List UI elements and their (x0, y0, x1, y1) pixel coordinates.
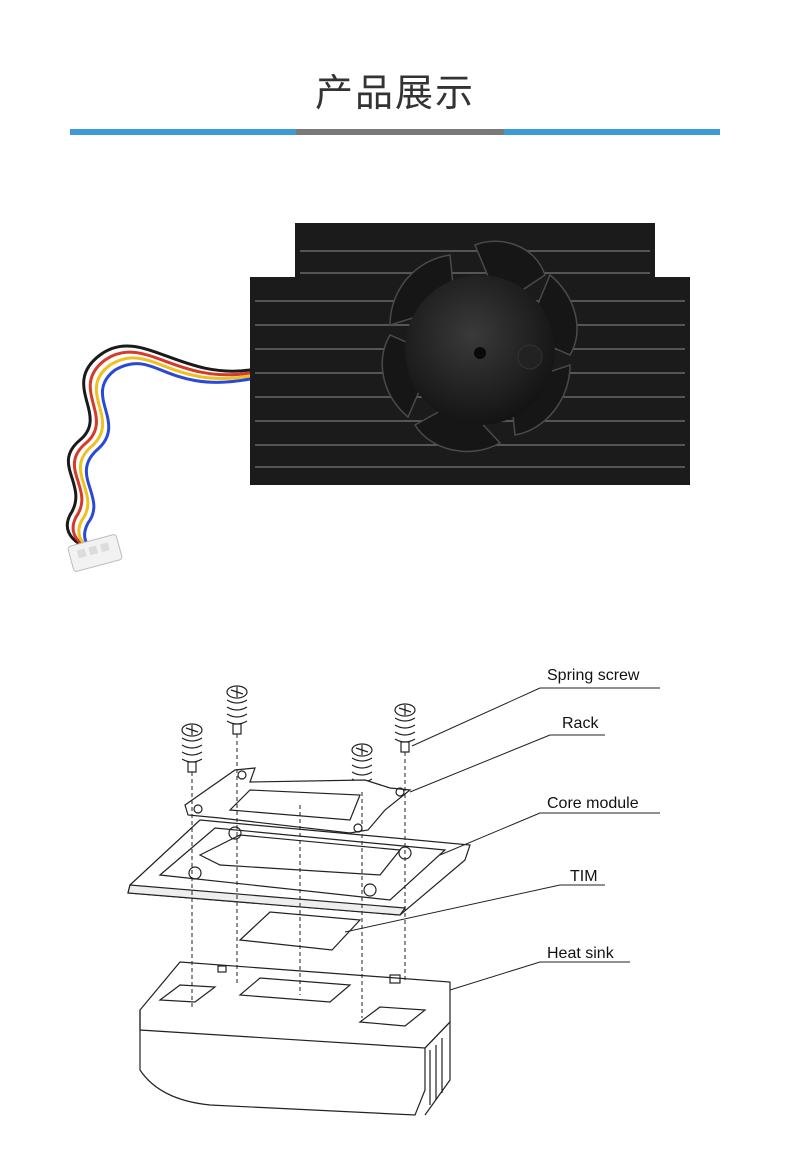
label-rack: Rack (562, 715, 599, 732)
callout-leaders (344, 687, 660, 991)
rack (184, 767, 412, 834)
label-tim: TIM (570, 868, 598, 885)
assembly-guide-lines (191, 734, 406, 1018)
product-photo (66, 223, 690, 572)
spring-screw-2 (181, 723, 203, 773)
spring-screw-3 (394, 703, 416, 753)
core-module (127, 819, 471, 916)
title-divider-left (70, 129, 296, 135)
heat-sink (139, 961, 451, 1116)
label-core-module: Core module (547, 795, 639, 812)
label-heat-sink: Heat sink (547, 945, 615, 962)
title-divider-middle (296, 129, 504, 135)
fan-cable (66, 344, 252, 558)
label-spring-screw: Spring screw (547, 667, 640, 684)
page-title: 产品展示 (314, 71, 475, 115)
title-divider-right (504, 129, 720, 135)
assembly-diagram: Spring screw Rack Core module TIM Heat s… (127, 667, 660, 1116)
spring-screw-1 (226, 685, 248, 735)
title-divider (70, 129, 720, 135)
fan-connector (67, 534, 123, 572)
